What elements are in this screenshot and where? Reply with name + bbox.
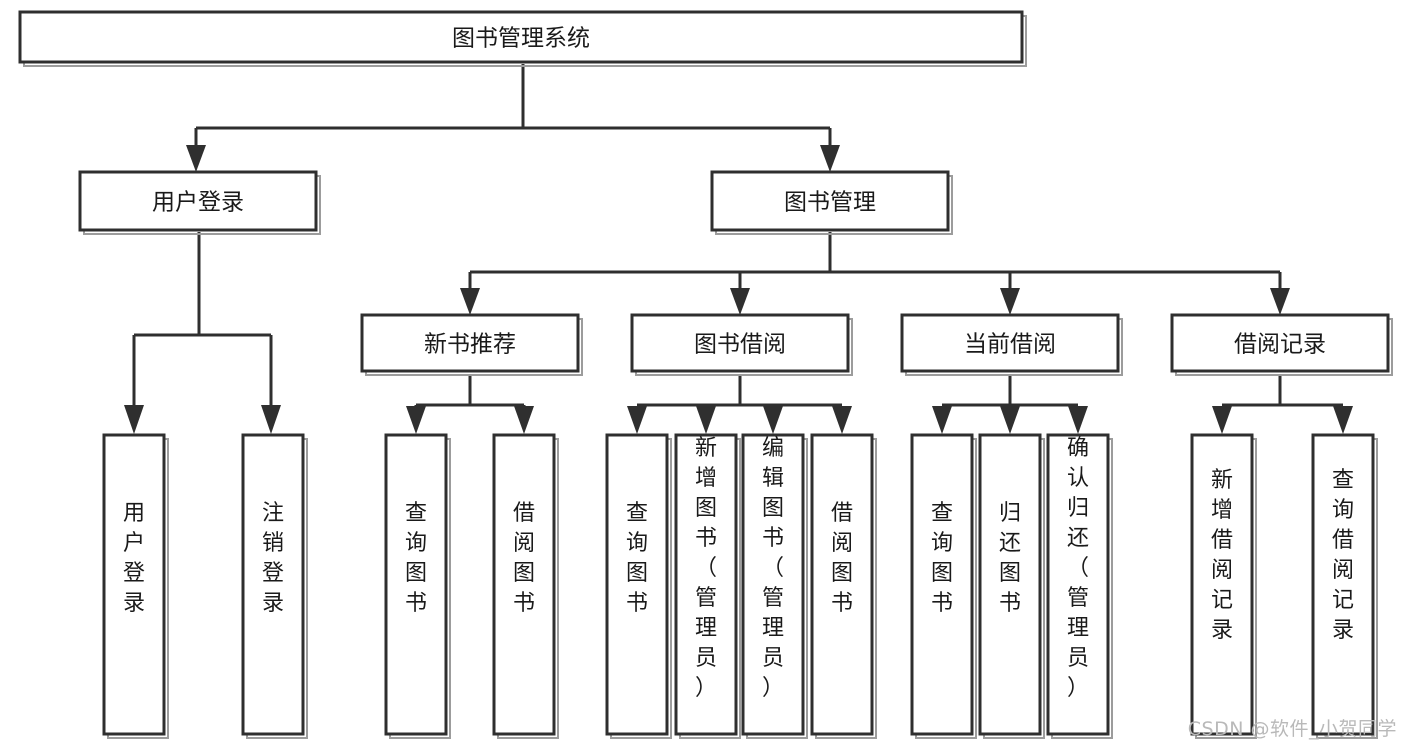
new-book-recommend-box xyxy=(360,313,580,373)
leaf-new-book-recommend-2[interactable]: 借阅图书 xyxy=(492,433,559,739)
leaf-book-borrow-3[interactable]: 编辑图书（管理员） xyxy=(741,433,808,739)
leaf-book-borrow-2[interactable]: 新增图书（管理员） xyxy=(674,433,741,739)
leaf-book-borrow-1[interactable]: 查询图书 xyxy=(605,433,672,739)
arrow-record-leaf-1 xyxy=(1212,406,1232,434)
node-borrow-record[interactable]: 借阅记录 xyxy=(1170,313,1393,376)
arrow-books-child-3 xyxy=(1000,288,1020,315)
arrow-current-leaf-3 xyxy=(1068,406,1088,434)
leaf-current-borrow-1[interactable]: 查询图书 xyxy=(910,433,977,739)
book-borrow-box xyxy=(630,313,850,373)
arrow-rec-leaf-1 xyxy=(406,406,426,434)
book-management-label: 图书管理 xyxy=(784,190,876,216)
arrow-books-child-1 xyxy=(460,288,480,315)
leaf-box xyxy=(384,433,448,736)
leaf-book-borrow-4-label: 借阅图书 xyxy=(831,501,853,616)
user-login-box xyxy=(78,170,318,232)
leaf-new-book-recommend-1-label: 查询图书 xyxy=(405,501,427,616)
borrow-record-box xyxy=(1170,313,1390,373)
leaf-user-login-1[interactable]: 用户登录 xyxy=(102,433,169,739)
arrow-user-leaf-1 xyxy=(124,405,144,434)
arrow-borrow-leaf-4 xyxy=(832,406,852,434)
current-borrow-label: 当前借阅 xyxy=(964,332,1056,358)
leaf-book-borrow-1-label: 查询图书 xyxy=(626,501,648,616)
node-book-borrow[interactable]: 图书借阅 xyxy=(630,313,853,376)
leaf-user-login-2-label: 注销登录 xyxy=(262,501,284,616)
leaf-borrow-record-1[interactable]: 新增借阅记录 xyxy=(1190,433,1257,739)
leaf-borrow-record-2[interactable]: 查询借阅记录 xyxy=(1311,433,1378,739)
leaf-book-borrow-4[interactable]: 借阅图书 xyxy=(810,433,877,739)
leaf-current-borrow-3-label: 确认归还（管理员） xyxy=(1067,436,1089,701)
leaf-box xyxy=(741,433,805,736)
arrow-current-leaf-2 xyxy=(1000,406,1020,434)
leaf-current-borrow-1-label: 查询图书 xyxy=(931,501,953,616)
leaf-box xyxy=(241,433,305,736)
node-new-book-recommend[interactable]: 新书推荐 xyxy=(360,313,583,376)
arrow-borrow-leaf-3 xyxy=(763,406,783,434)
root-box xyxy=(18,10,1024,64)
leaf-user-login-1-label: 用户登录 xyxy=(123,501,145,616)
arrow-user-leaf-2 xyxy=(261,405,281,434)
arrow-books-child-2 xyxy=(730,288,750,315)
leaf-box xyxy=(674,433,738,736)
leaf-book-borrow-3-label: 编辑图书（管理员） xyxy=(762,436,784,701)
borrow-record-label: 借阅记录 xyxy=(1234,332,1326,358)
node-book-management[interactable]: 图书管理 xyxy=(710,170,953,235)
book-borrow-label: 图书借阅 xyxy=(694,332,786,358)
arrow-current-leaf-1 xyxy=(932,406,952,434)
arrow-record-leaf-2 xyxy=(1333,406,1353,434)
leaf-current-borrow-2-label: 归还图书 xyxy=(999,501,1021,616)
book-management-box xyxy=(710,170,950,232)
node-root[interactable]: 图书管理系统 xyxy=(18,10,1027,67)
leaf-box xyxy=(978,433,1042,736)
leaf-book-borrow-2-label: 新增图书（管理员） xyxy=(695,436,717,701)
new-book-recommend-label: 新书推荐 xyxy=(424,332,516,358)
user-login-label: 用户登录 xyxy=(152,190,244,216)
leaf-box xyxy=(1046,433,1110,736)
node-current-borrow[interactable]: 当前借阅 xyxy=(900,313,1123,376)
leaf-new-book-recommend-2-label: 借阅图书 xyxy=(513,501,535,616)
current-borrow-box xyxy=(900,313,1120,373)
leaf-borrow-record-2-label: 查询借阅记录 xyxy=(1332,468,1354,643)
leaf-current-borrow-2[interactable]: 归还图书 xyxy=(978,433,1045,739)
arrow-root-to-user xyxy=(186,145,206,172)
arrow-borrow-leaf-2 xyxy=(696,406,716,434)
arrow-root-to-books xyxy=(820,145,840,172)
leaf-current-borrow-3[interactable]: 确认归还（管理员） xyxy=(1046,433,1113,739)
leaf-user-login-2[interactable]: 注销登录 xyxy=(241,433,308,739)
leaf-new-book-recommend-1[interactable]: 查询图书 xyxy=(384,433,451,739)
leaf-box xyxy=(1190,433,1254,736)
leaf-box xyxy=(810,433,874,736)
leaf-borrow-record-1-label: 新增借阅记录 xyxy=(1211,468,1233,643)
arrow-rec-leaf-2 xyxy=(514,406,534,434)
node-user-login[interactable]: 用户登录 xyxy=(78,170,321,235)
root-label: 图书管理系统 xyxy=(452,26,590,52)
connector-layer xyxy=(124,64,1353,434)
leaf-box xyxy=(1311,433,1375,736)
leaf-box xyxy=(102,433,166,736)
leaf-box xyxy=(605,433,669,736)
leaf-box xyxy=(910,433,974,736)
leaf-box xyxy=(492,433,556,736)
arrow-borrow-leaf-1 xyxy=(627,406,647,434)
arrow-books-child-4 xyxy=(1270,288,1290,315)
